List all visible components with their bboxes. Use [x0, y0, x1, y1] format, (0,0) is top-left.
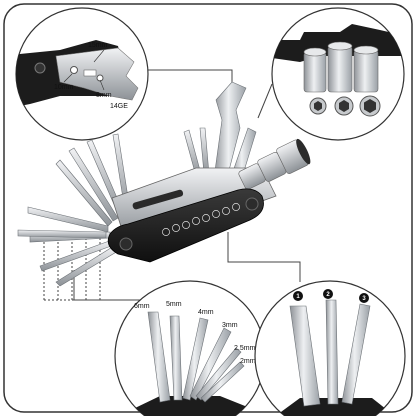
- marker-2: 2: [326, 292, 330, 298]
- label-2mm: 2mm: [240, 358, 256, 365]
- label-3mm: 3mm: [222, 322, 238, 329]
- screwdriver-bits: [289, 299, 371, 407]
- socket-tubes: [238, 138, 311, 190]
- label-6mm: 6mm: [134, 303, 150, 310]
- label-5mm: 5mm: [166, 301, 182, 308]
- hex-keys: [17, 133, 131, 287]
- socket-ends: [309, 95, 381, 117]
- callout-bottom-left: 6mm 5mm 4mm 3mm 2.5mm 2mm: [114, 280, 266, 416]
- marker-1: 1: [296, 294, 300, 300]
- callout-top-left: 15mm 10mm 8mm 14GE: [15, 7, 149, 141]
- sockets: [303, 41, 379, 93]
- tool-body: [107, 188, 264, 263]
- hex-key-fan: [147, 311, 245, 403]
- callout-top-right: [271, 7, 405, 141]
- label-10mm: 10mm: [54, 84, 74, 91]
- label-15mm: 15mm: [88, 42, 108, 49]
- bit-markers: 1 2 3: [293, 289, 369, 303]
- label-14ge: 14GE: [110, 103, 128, 110]
- main-tool: [17, 81, 311, 287]
- callout-bottom-right: 1 2 3: [254, 280, 406, 416]
- label-8mm: 8mm: [96, 92, 112, 99]
- label-2-5mm: 2.5mm: [234, 345, 256, 352]
- marker-3: 3: [362, 296, 366, 302]
- label-4mm: 4mm: [198, 309, 214, 316]
